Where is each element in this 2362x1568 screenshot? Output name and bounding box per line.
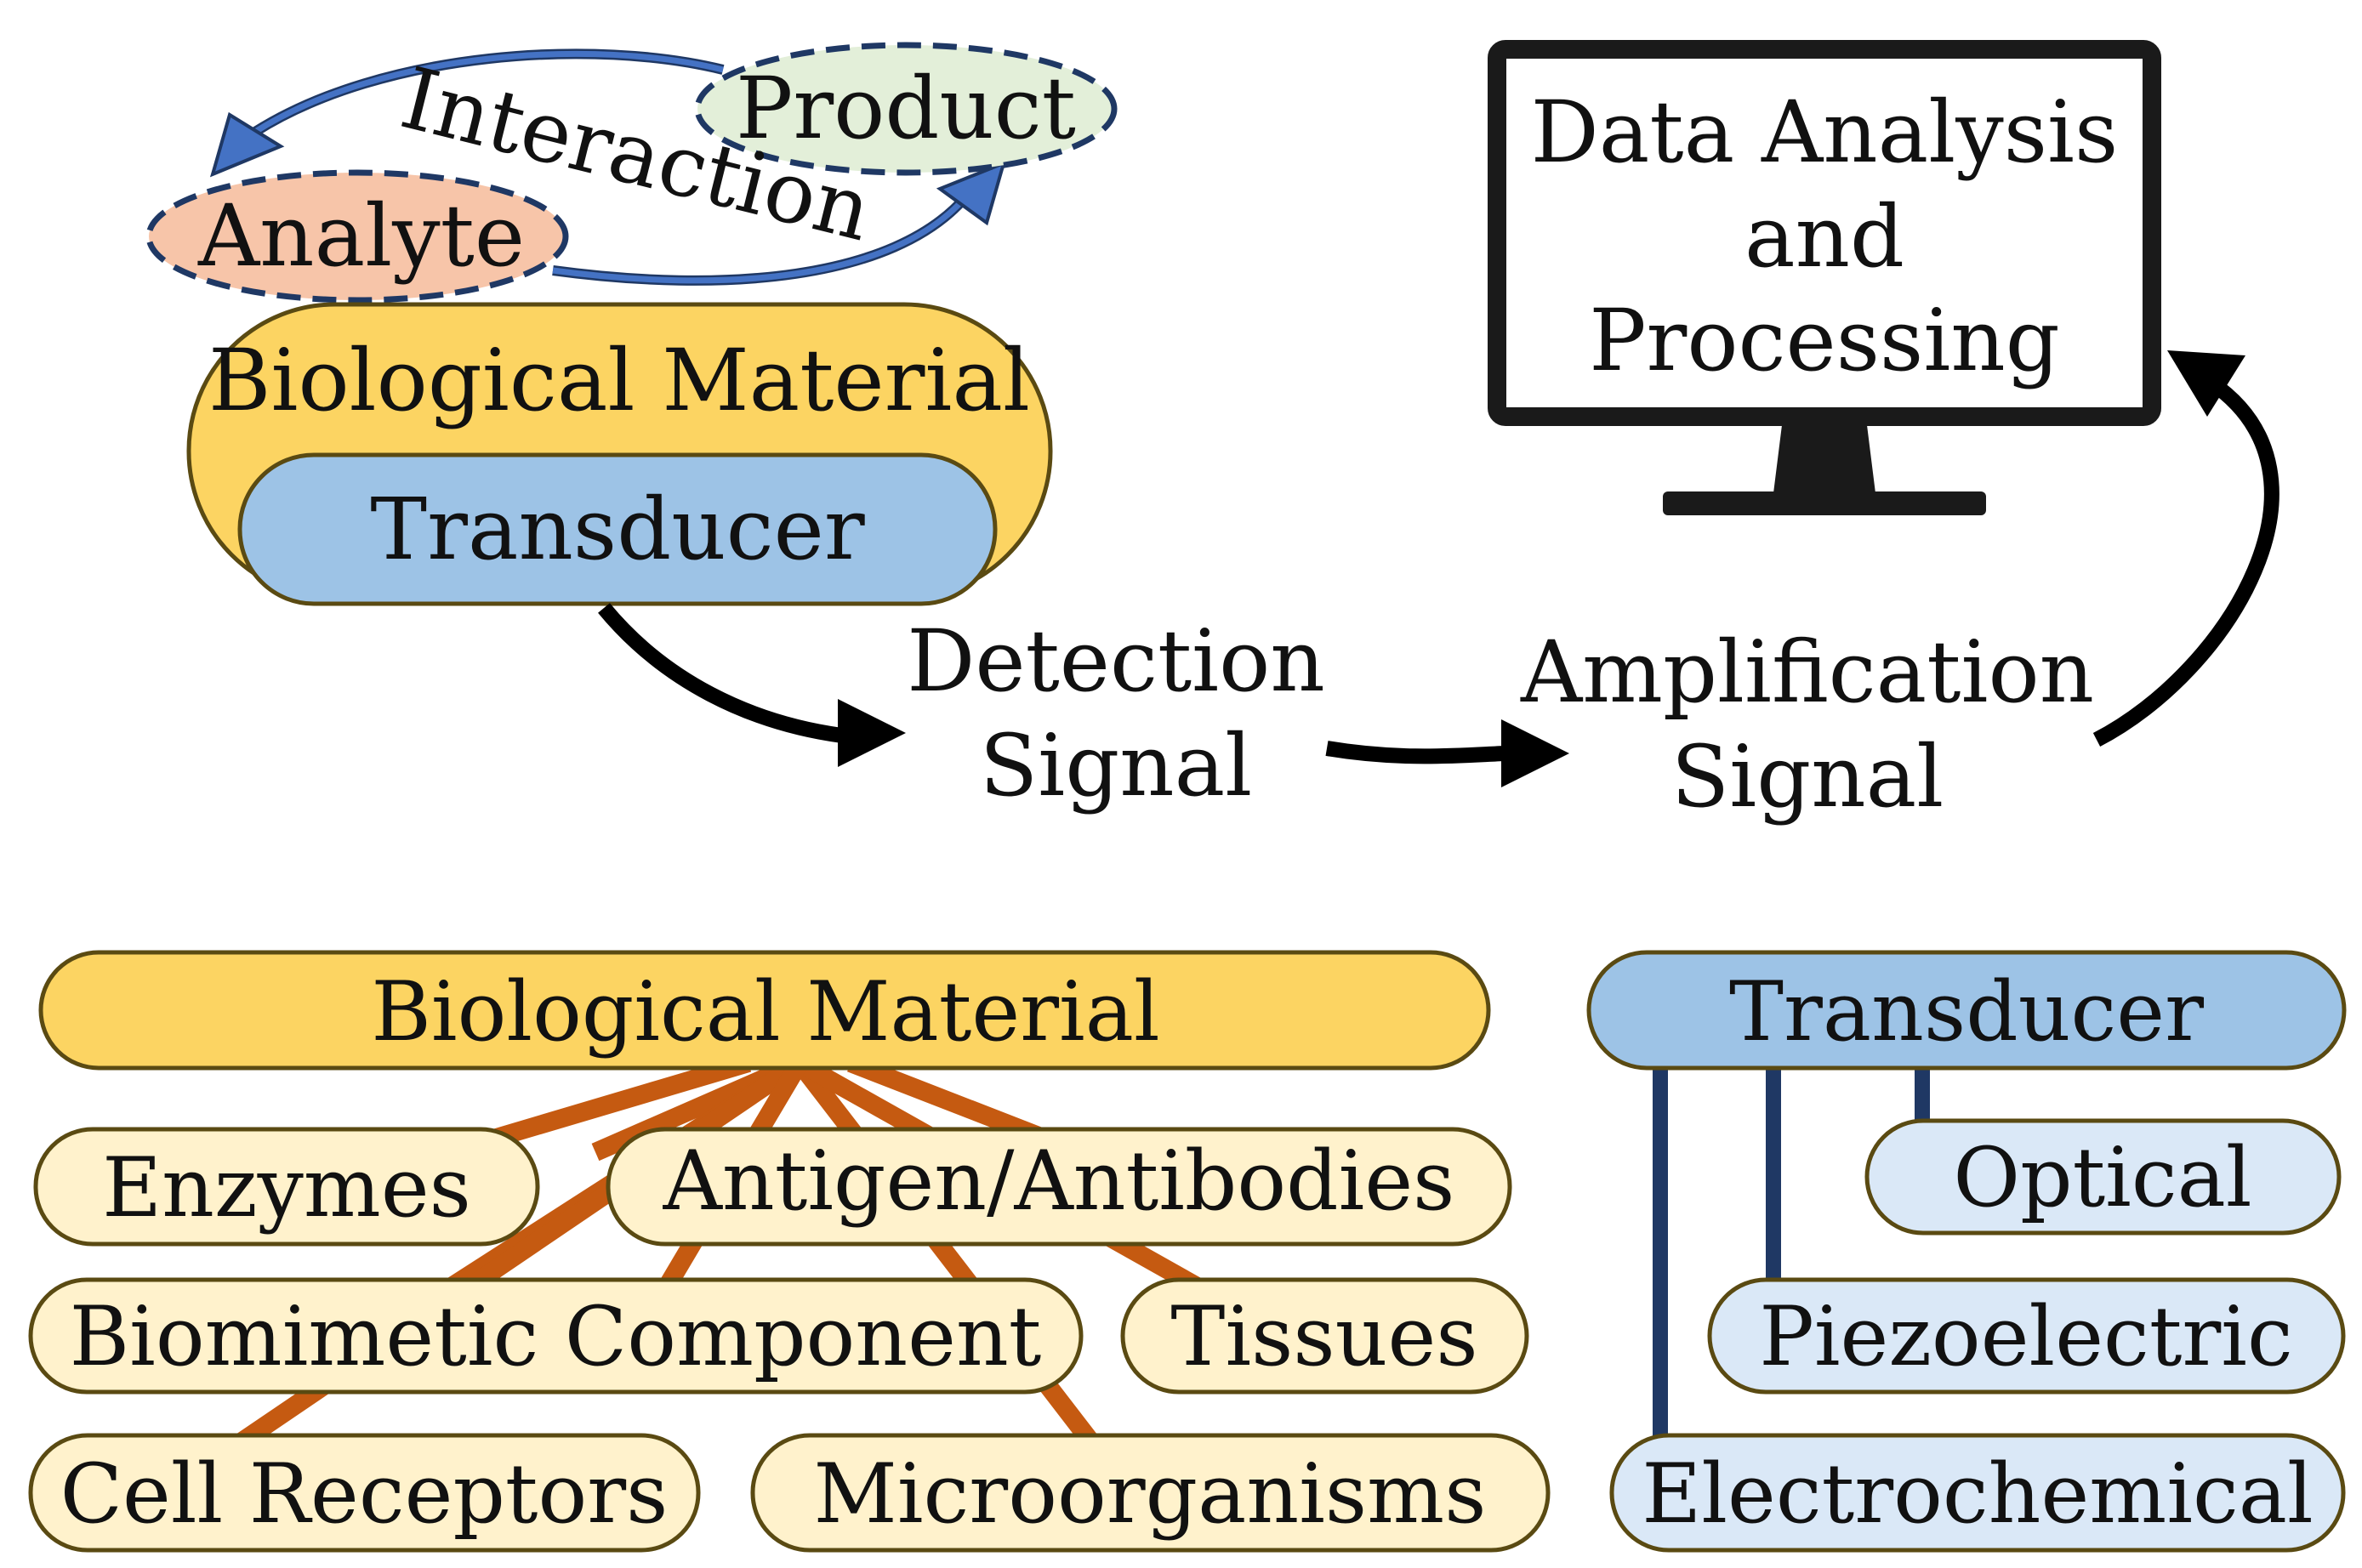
svg-text:Tissues: Tissues bbox=[1170, 1289, 1477, 1384]
computer-text-line3: Processing bbox=[1589, 291, 2060, 390]
transducer-title: Transducer bbox=[1729, 964, 2204, 1060]
svg-text:Biomimetic Component: Biomimetic Component bbox=[70, 1289, 1042, 1384]
svg-text:Enzymes: Enzymes bbox=[102, 1140, 471, 1236]
computer-text-line1: Data Analysis bbox=[1531, 82, 2119, 182]
computer-text-line2: and bbox=[1744, 187, 1904, 287]
svg-text:Antigen/Antibodies: Antigen/Antibodies bbox=[663, 1133, 1455, 1229]
interaction-arrowhead-left bbox=[209, 111, 285, 178]
product-node: Product bbox=[694, 42, 1118, 176]
transducer-item-piezoelectric: Piezoelectric bbox=[1707, 1277, 2346, 1395]
biological-item-enzymes: Enzymes bbox=[33, 1127, 540, 1247]
transducer-block bbox=[237, 452, 998, 606]
biological-item-biomimetic-component: Biomimetic Component bbox=[28, 1277, 1084, 1395]
arrow-to-amplification bbox=[1325, 719, 1569, 787]
monitor-stand bbox=[1773, 425, 1875, 493]
svg-text:Optical: Optical bbox=[1953, 1130, 2251, 1225]
detection-signal: Detection Signal bbox=[907, 611, 1325, 815]
amplification-signal-line2: Signal bbox=[1671, 727, 1944, 827]
product-label: Product bbox=[736, 59, 1076, 158]
amplification-signal: Amplification Signal bbox=[1520, 622, 2094, 827]
svg-text:Electrochemical: Electrochemical bbox=[1642, 1446, 2313, 1542]
computer-monitor-icon: Data Analysis and Processing bbox=[1488, 40, 2161, 515]
analyte-label: Analyte bbox=[197, 186, 525, 286]
transducer-label: Transducer bbox=[370, 480, 864, 579]
biological-item-antigen-antibodies: Antigen/Antibodies bbox=[606, 1127, 1512, 1247]
biological-material-title: Biological Material bbox=[371, 964, 1159, 1060]
svg-text:Piezoelectric: Piezoelectric bbox=[1759, 1289, 2293, 1384]
interaction-arrowhead-right bbox=[936, 160, 1007, 226]
amplification-signal-line1: Amplification bbox=[1520, 622, 2094, 722]
biological-material-label: Biological Material bbox=[208, 331, 1030, 430]
biological-item-tissues: Tissues bbox=[1120, 1277, 1529, 1395]
analyte-node: Analyte bbox=[145, 169, 569, 304]
biological-item-microorganisms: Microorganisms bbox=[750, 1433, 1551, 1553]
biological-material-header: Biological Material bbox=[38, 950, 1491, 1071]
transducer-item-electrochemical: Electrochemical bbox=[1609, 1433, 2346, 1553]
biological-item-cell-receptors: Cell Receptors bbox=[28, 1433, 701, 1553]
svg-text:Microorganisms: Microorganisms bbox=[814, 1446, 1487, 1542]
monitor-base bbox=[1663, 491, 1986, 515]
transducer-item-optical: Optical bbox=[1864, 1118, 2342, 1236]
transducer-header: Transducer bbox=[1586, 950, 2347, 1071]
biosensor-element: Biological Material Transducer bbox=[186, 302, 1053, 606]
detection-signal-line1: Detection bbox=[907, 611, 1325, 711]
arrow-to-computer bbox=[2092, 350, 2279, 747]
interaction-cycle-arrows bbox=[209, 48, 1007, 286]
svg-text:Cell Receptors: Cell Receptors bbox=[60, 1446, 669, 1542]
arrow-to-detection bbox=[598, 603, 906, 767]
detection-signal-line2: Signal bbox=[980, 716, 1253, 815]
